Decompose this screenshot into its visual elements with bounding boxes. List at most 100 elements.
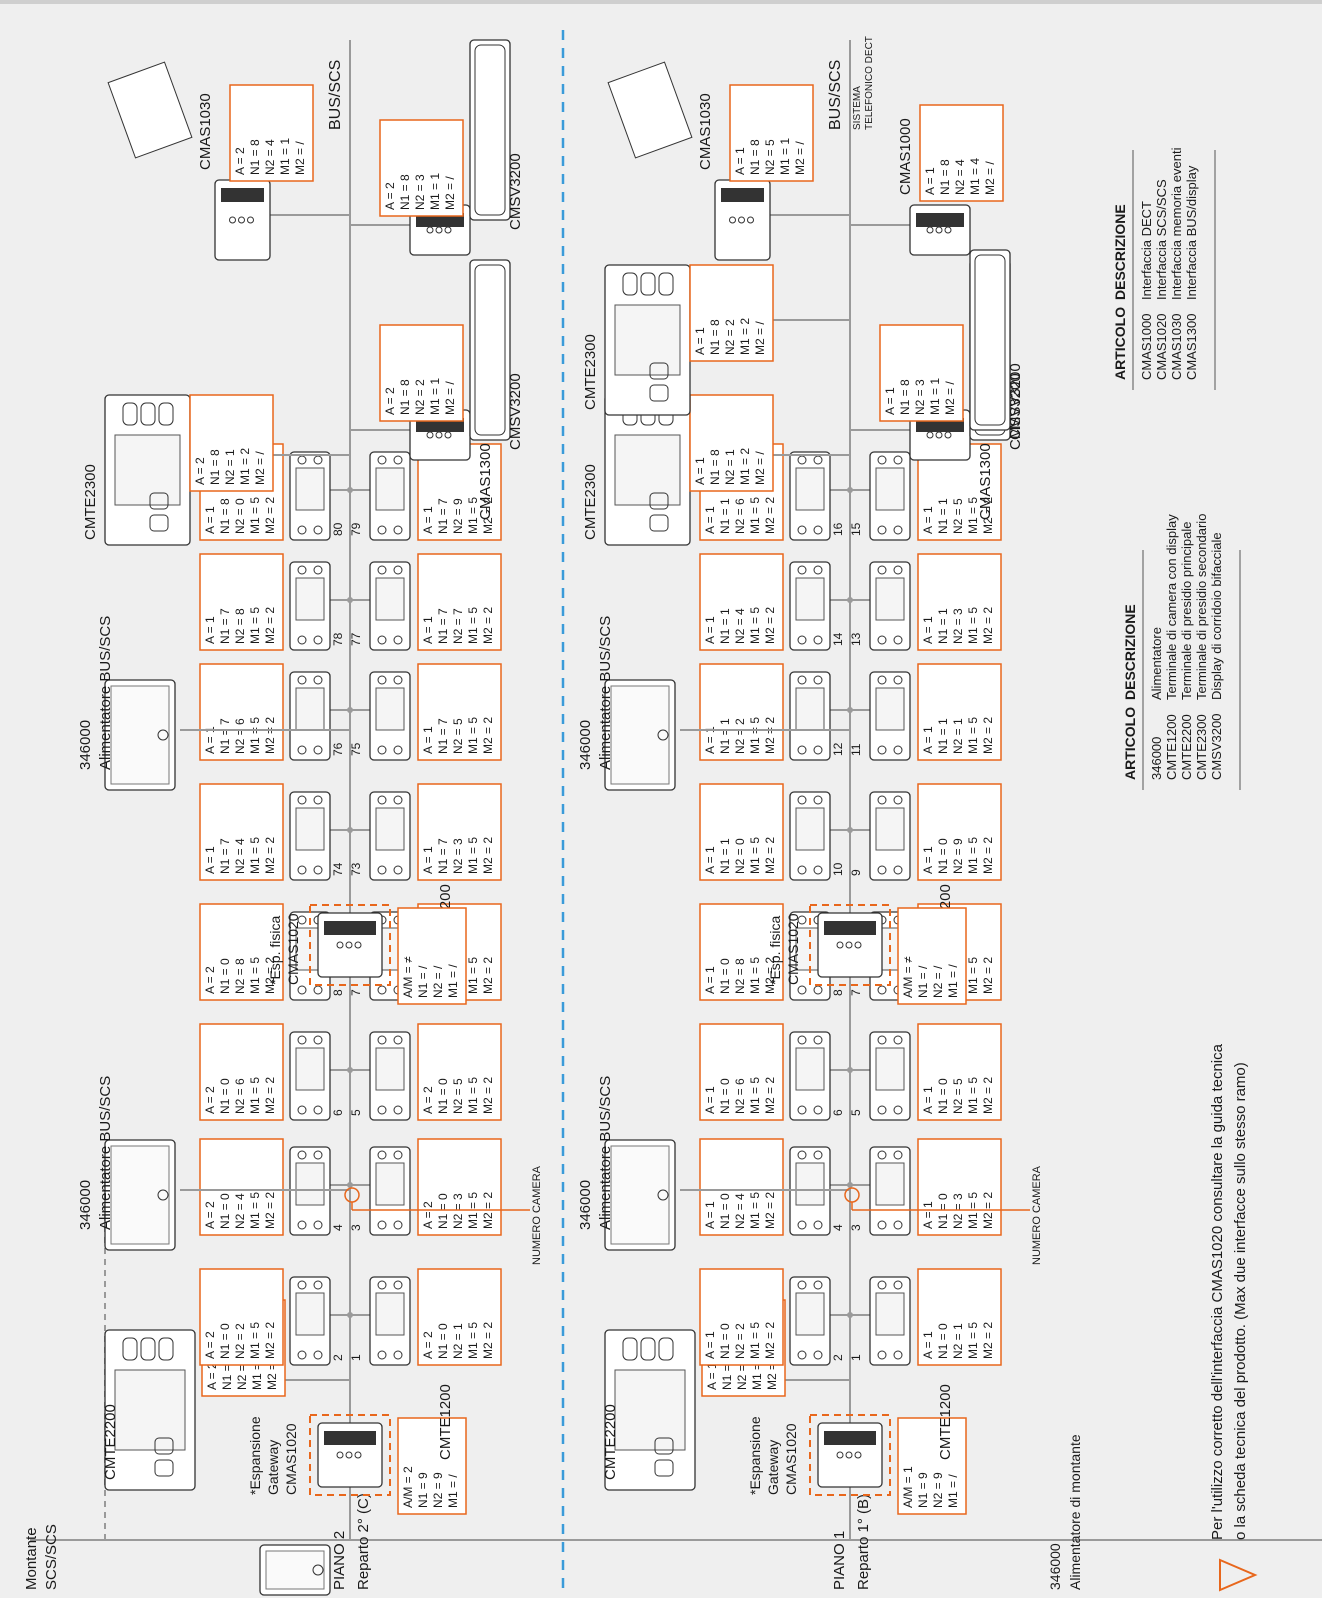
param-value: N2 = 4 (233, 838, 247, 874)
param-value: M1 = 5 (248, 717, 262, 754)
arrow-key-icon (154, 1437, 174, 1455)
button-icon (377, 795, 387, 805)
param-value: N1 = 7 (436, 498, 450, 534)
bus-scs-label: BUS/SCS (827, 60, 844, 130)
button-icon (893, 865, 903, 875)
param-value: M2 = 2 (263, 1322, 277, 1359)
power-model: 346000 (1047, 1543, 1063, 1590)
button-icon (813, 635, 823, 645)
piano-label: PIANO 1 (831, 1531, 848, 1590)
param-box-frame (229, 84, 314, 182)
top-border (0, 0, 1322, 4)
param-box-frame (417, 783, 502, 881)
psu-346000 (104, 1139, 176, 1251)
button-icon (313, 1105, 323, 1115)
room-terminal (869, 1146, 911, 1236)
room-number: 6 (831, 1109, 845, 1116)
param-value: N2 = 3 (951, 608, 965, 644)
room-number: 11 (849, 743, 863, 756)
param-value: N1 = 1 (936, 608, 950, 644)
display-screen (795, 687, 825, 731)
montante-label: SCS/SCS (43, 1524, 60, 1590)
room-number: 9 (849, 869, 863, 876)
param-value: M2 = 2 (481, 717, 495, 754)
cmsv3200-display-body (469, 39, 511, 221)
button-icon (377, 745, 387, 755)
param-value: A = 1 (703, 1201, 717, 1229)
display-screen (375, 1162, 405, 1206)
room-terminal (369, 791, 411, 881)
param-value: N1 = 8 (248, 139, 262, 175)
reparto-label: Reparto 1° (B) (855, 1494, 872, 1590)
param-value: A/M = 1 (901, 1466, 915, 1508)
param-value: M1 = 1 (428, 173, 442, 210)
param-value: M2 = 2 (263, 607, 277, 644)
param-value: M2 = 2 (481, 1077, 495, 1114)
param-value: N1 = 8 (398, 379, 412, 415)
room-terminal (869, 791, 911, 881)
connector-icon (324, 921, 376, 935)
param-value: N2 = 6 (233, 1078, 247, 1114)
param-value: N2 = 8 (733, 958, 747, 994)
room-terminal (789, 791, 831, 881)
cmsv3200-label: CMSV3200 (1007, 363, 1024, 440)
cmsv3200-label: CMSV3200 (507, 373, 524, 450)
cmas1300-label: CMAS1300 (977, 443, 994, 520)
terminal-icon (345, 941, 353, 949)
arrow-key-icon (649, 514, 669, 532)
table-cell: Display di corridoio bifacciale (1209, 532, 1224, 700)
button-icon (797, 795, 807, 805)
arrow-key-icon (654, 1459, 674, 1477)
button-icon (393, 865, 403, 875)
param-value: N1 = 0 (936, 838, 950, 874)
arrow-key-icon (649, 362, 669, 380)
button-icon (877, 525, 887, 535)
param-value: M1 = 5 (248, 1322, 262, 1359)
param-value: M2 = / (983, 161, 997, 195)
param-value: N2 = 5 (951, 1078, 965, 1114)
button-icon (813, 1280, 823, 1290)
terminal-icon (238, 216, 245, 224)
button-icon (313, 675, 323, 685)
button-icon (297, 565, 307, 575)
param-value: M2 = 2 (763, 837, 777, 874)
display-screen (375, 577, 405, 621)
button-icon (893, 1280, 903, 1290)
param-value: N1 = 7 (218, 718, 232, 754)
display-screen (375, 807, 405, 851)
cmsv3200-display (969, 249, 1011, 431)
psu-panel (110, 685, 170, 785)
param-value: M1 = 5 (466, 837, 480, 874)
room-number: 3 (849, 1224, 863, 1231)
button-icon (377, 1280, 387, 1290)
cmsv3200-display (469, 259, 511, 441)
param-value: N2 = 6 (733, 1078, 747, 1114)
param-value: M1 = 5 (248, 1077, 262, 1114)
param-value: M1 = 5 (966, 837, 980, 874)
param-value: A = 1 (733, 147, 747, 175)
button-icon (393, 1220, 403, 1230)
display-screen (614, 304, 681, 376)
display-screen (114, 1369, 186, 1451)
display-screen (295, 1162, 325, 1206)
param-value: M2 = / (253, 451, 267, 485)
button-icon (877, 795, 887, 805)
param-value: M1 = 4 (968, 158, 982, 195)
room-terminal (789, 561, 831, 651)
param-value: A = 1 (921, 846, 935, 874)
junction-dot (347, 487, 353, 493)
param-value: N2 = / (431, 965, 445, 998)
arrow-key-icon (649, 384, 669, 402)
room-number: 2 (331, 1354, 345, 1361)
param-value: A = 2 (383, 182, 397, 210)
button-icon (893, 525, 903, 535)
display-screen (114, 434, 181, 506)
param-value: M2 = 2 (481, 497, 495, 534)
button-icon (797, 525, 807, 535)
table-cell: Terminale di camera con display (1164, 514, 1179, 700)
